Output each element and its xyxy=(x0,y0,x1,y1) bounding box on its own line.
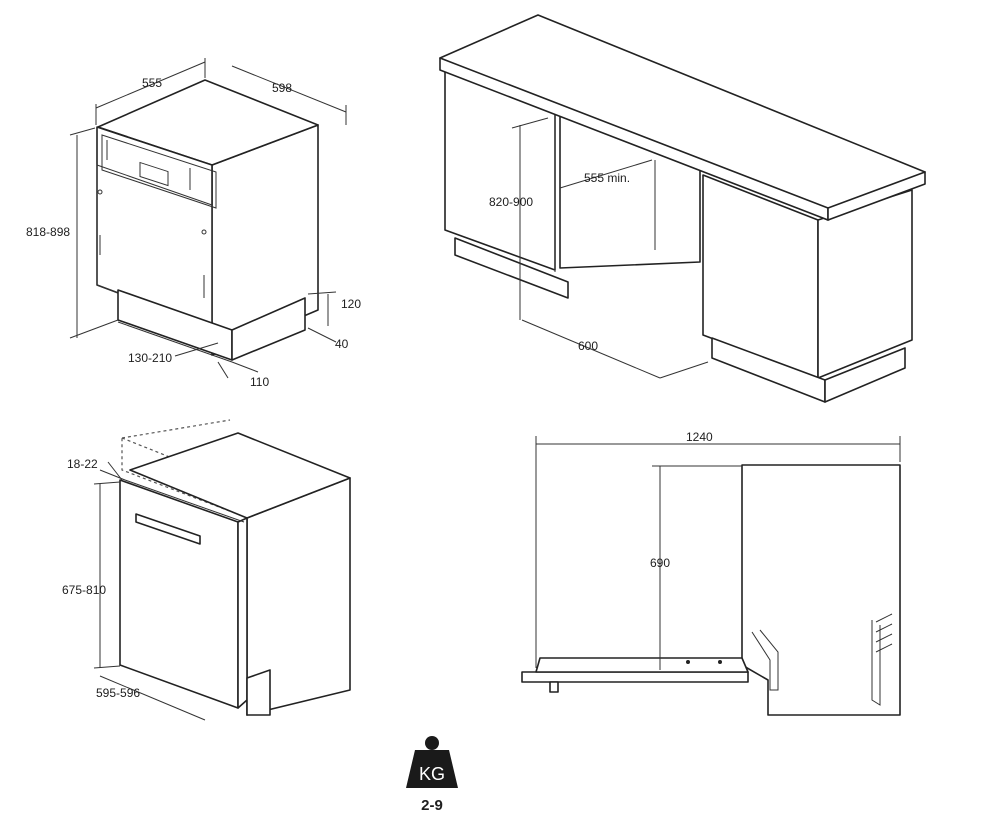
dim-plinth-130-210: 130-210 xyxy=(128,351,172,365)
dim-plinth-40: 40 xyxy=(335,337,349,351)
weight-range: 2-9 xyxy=(421,797,443,814)
dim-door-675-810: 675-810 xyxy=(62,583,106,597)
kitchen-niche-figure: 820-900 555 min. 600 xyxy=(439,14,926,403)
dim-width-555: 555 xyxy=(142,76,162,90)
dim-door-18-22: 18-22 xyxy=(67,457,98,471)
dim-plinth-120: 120 xyxy=(341,297,361,311)
dim-plinth-110: 110 xyxy=(250,375,269,389)
dim-niche-555-min: 555 min. xyxy=(584,171,630,185)
weight-icon-label: KG xyxy=(419,764,445,784)
dim-depth-598: 598 xyxy=(272,81,292,95)
dim-height-820-900: 820-900 xyxy=(489,195,533,209)
dim-height-818-898: 818-898 xyxy=(26,225,70,239)
dishwasher-dimension-figure: 555 598 818-898 120 40 130-210 110 xyxy=(26,58,361,389)
dim-open-690: 690 xyxy=(650,556,670,570)
dim-door-595-596: 595-596 xyxy=(96,686,140,700)
weight-kg-icon: KG xyxy=(406,736,458,788)
dim-width-600: 600 xyxy=(578,339,598,353)
dim-open-1240: 1240 xyxy=(686,430,713,444)
door-panel-figure: 18-22 675-810 595-596 xyxy=(62,419,351,721)
open-door-figure: 1240 690 xyxy=(521,430,901,716)
